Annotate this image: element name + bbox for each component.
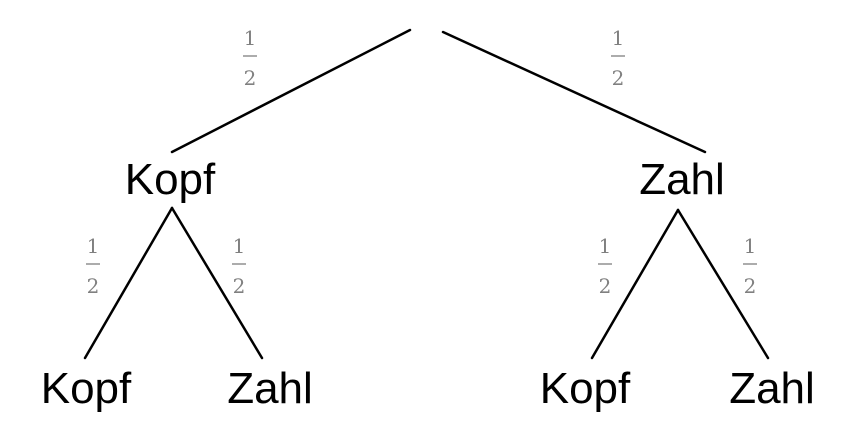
- node-level2-kopf-zahl: Zahl: [227, 364, 313, 413]
- prob-numerator: 1: [244, 26, 257, 50]
- prob-denominator: 2: [233, 274, 246, 298]
- prob-numerator: 1: [744, 234, 757, 258]
- prob-numerator: 1: [599, 234, 612, 258]
- node-level1-zahl: Zahl: [639, 155, 725, 204]
- edge-kopf-to-zahl: [170, 206, 264, 360]
- prob-denominator: 2: [244, 66, 257, 90]
- prob-denominator: 2: [87, 274, 100, 298]
- prob-numerator: 1: [612, 26, 625, 50]
- edge-root-right: [441, 30, 707, 154]
- prob-denominator: 2: [744, 274, 757, 298]
- prob-root-right: 1 2: [611, 26, 625, 90]
- prob-numerator: 1: [87, 234, 100, 258]
- prob-kopf-left: 1 2: [86, 234, 100, 298]
- node-level2-zahl-kopf: Kopf: [540, 364, 631, 413]
- edge-zahl-to-zahl: [676, 208, 770, 360]
- node-level2-zahl-zahl: Zahl: [729, 364, 815, 413]
- prob-kopf-right: 1 2: [232, 234, 246, 298]
- prob-denominator: 2: [612, 66, 625, 90]
- edge-zahl-to-kopf: [590, 208, 680, 360]
- prob-denominator: 2: [599, 274, 612, 298]
- node-level2-kopf-kopf: Kopf: [41, 364, 132, 413]
- prob-zahl-right: 1 2: [743, 234, 757, 298]
- prob-numerator: 1: [233, 234, 246, 258]
- edge-kopf-to-kopf: [83, 206, 174, 360]
- edge-root-left: [170, 28, 412, 154]
- node-level1-kopf: Kopf: [125, 155, 216, 204]
- prob-zahl-left: 1 2: [598, 234, 612, 298]
- prob-root-left: 1 2: [243, 26, 257, 90]
